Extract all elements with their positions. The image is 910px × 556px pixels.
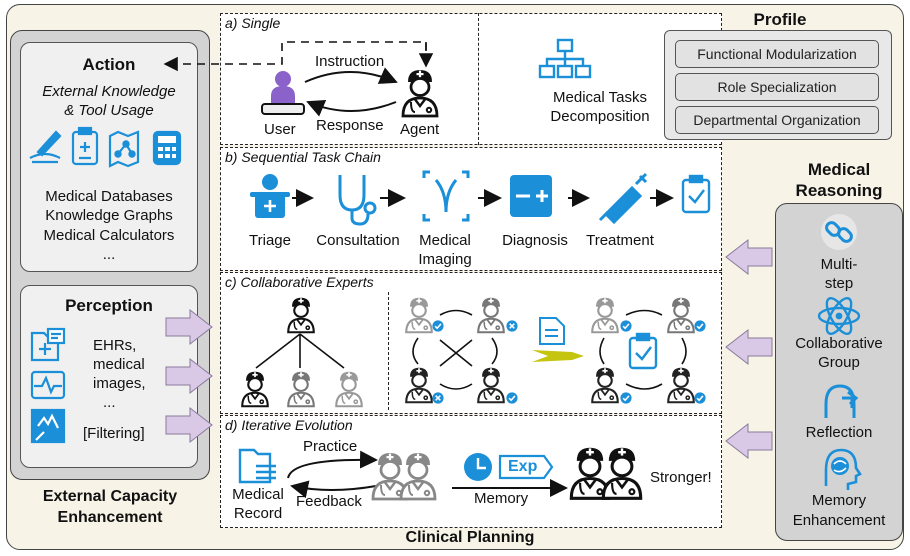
collab-divider — [388, 292, 389, 410]
record-label-2: Record — [233, 505, 283, 522]
profile-title: Profile — [753, 10, 807, 29]
feedback-label: Feedback — [296, 493, 362, 510]
memory-label: Memory — [474, 490, 529, 507]
reasoning-title-1: Medical — [807, 160, 871, 179]
decomposition-1: Medical Tasks — [553, 89, 647, 106]
step-triage: Triage — [249, 232, 291, 249]
action-item-databases: Medical Databases — [45, 188, 173, 205]
reasoning-collab-1: Collaborative — [795, 335, 883, 352]
reasoning-multistep-2: step — [824, 275, 854, 292]
perception-filtering: [Filtering] — [83, 425, 145, 442]
action-subtitle-2: & Tool Usage — [64, 102, 154, 119]
exp-label: Exp — [508, 458, 538, 475]
iterative-title: d) Iterative Evolution — [225, 417, 353, 433]
action-item-kg: Knowledge Graphs — [45, 207, 173, 224]
decomposition-2: Decomposition — [550, 108, 650, 125]
action-item-more: ... — [102, 246, 116, 263]
profile-item-role: Role Specialization — [675, 73, 879, 101]
perception-images: images, — [93, 375, 146, 392]
stronger-label: Stronger! — [650, 469, 712, 486]
action-item-calculators: Medical Calculators — [43, 227, 175, 244]
reasoning-memory-1: Memory — [811, 492, 867, 509]
instruction-label: Instruction — [315, 53, 385, 70]
clinical-planning-title: Clinical Planning — [405, 529, 535, 546]
perception-title: Perception — [65, 296, 153, 315]
reasoning-collab-2: Group — [818, 354, 860, 371]
agent-label: Agent — [400, 121, 440, 138]
user-label: User — [264, 121, 296, 138]
sequential-title: b) Sequential Task Chain — [225, 149, 381, 165]
external-capacity-1: External Capacity — [42, 488, 178, 505]
action-title: Action — [82, 55, 136, 74]
action-subtitle-1: External Knowledge — [42, 83, 176, 100]
response-label: Response — [316, 117, 384, 134]
single-title: a) Single — [225, 15, 281, 31]
section-single — [220, 13, 722, 145]
collaborative-title: c) Collaborative Experts — [225, 274, 374, 290]
section-sequential — [220, 147, 722, 271]
step-diagnosis: Diagnosis — [502, 232, 568, 249]
reasoning-memory-2: Enhancement — [792, 512, 886, 529]
reasoning-reflection: Reflection — [805, 424, 873, 441]
step-consultation: Consultation — [316, 232, 400, 249]
step-treatment: Treatment — [586, 232, 654, 249]
perception-medical: medical — [93, 356, 145, 373]
record-label-1: Medical — [232, 486, 284, 503]
profile-item-departmental: Departmental Organization — [675, 106, 879, 134]
perception-ehrs: EHRs, — [93, 337, 137, 354]
reasoning-multistep-1: Multi- — [820, 256, 858, 273]
perception-more: ... — [103, 394, 116, 411]
single-divider — [478, 13, 479, 145]
practice-label: Practice — [303, 438, 358, 455]
reasoning-panel — [775, 203, 903, 541]
external-capacity-2: Enhancement — [57, 509, 163, 526]
reasoning-title-2: Reasoning — [795, 181, 883, 200]
step-medical: Medical — [419, 232, 471, 249]
profile-item-functional: Functional Modularization — [675, 40, 879, 68]
step-imaging: Imaging — [418, 251, 472, 268]
